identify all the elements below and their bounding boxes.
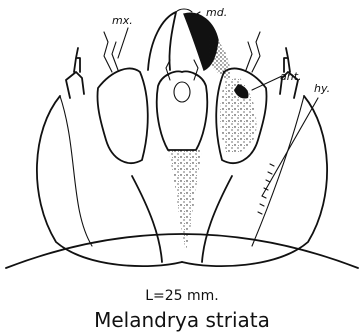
species-caption: Melandrya striata [94,308,270,332]
right-mandible-stipple [206,30,230,80]
left-gena-inner [60,96,92,246]
right-gena-inner [252,96,304,246]
label-hy: hy. [314,82,330,95]
ligula [174,82,190,102]
gula-stipple [168,150,202,252]
label-mx: mx. [112,14,133,27]
left-maxilla [97,69,147,164]
label-md: md. [206,6,227,19]
mandible-tip [176,9,192,12]
label-ant: ant. [280,70,302,83]
label-leader-hy [262,98,318,196]
labium [157,72,208,150]
left-mandible [148,12,176,70]
scale-text: L=25 mm. [145,288,219,304]
left-antenna [66,48,84,98]
labial-palp-right [194,60,198,80]
label-leader-mx [118,28,128,58]
right-maxillary-palp [246,32,260,72]
left-maxillary-palp [104,32,118,72]
